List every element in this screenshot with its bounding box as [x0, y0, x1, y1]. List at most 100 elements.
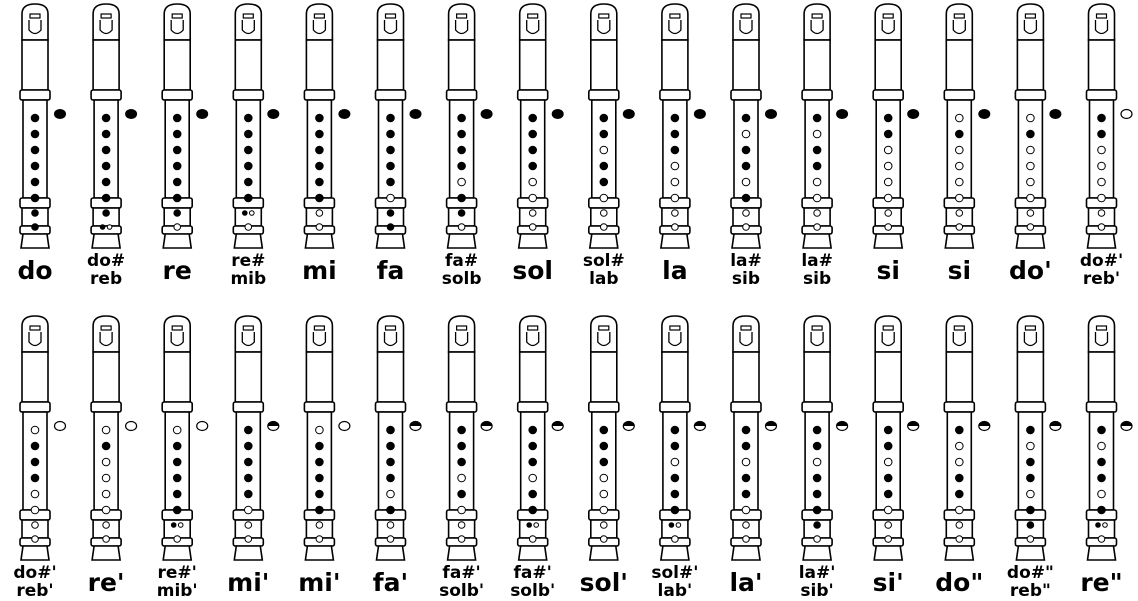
thumb-hole-half: [694, 421, 706, 426]
open-hole: [1097, 209, 1106, 217]
thumb-hole-half: [765, 421, 777, 426]
covered-hole: [1026, 521, 1035, 529]
note-label: do': [1009, 258, 1052, 283]
open-hole: [884, 535, 893, 543]
covered-hole: [599, 177, 609, 187]
open-hole: [1097, 177, 1106, 187]
covered-hole: [1097, 505, 1106, 515]
covered-hole: [30, 177, 40, 187]
open-hole: [883, 457, 893, 467]
open-hole: [600, 535, 608, 543]
thumb-hole: [196, 420, 209, 432]
covered-hole: [457, 129, 466, 139]
recorder-fingering: [587, 3, 635, 249]
covered-hole: [386, 473, 395, 483]
covered-hole: [101, 161, 111, 171]
covered-hole: [955, 473, 964, 483]
covered-hole: [31, 209, 39, 217]
recorder-fingering: [516, 3, 564, 249]
open-hole: [955, 505, 964, 515]
open-hole: [1097, 441, 1106, 451]
covered-hole: [883, 441, 893, 451]
covered-hole: [172, 193, 182, 203]
covered-hole: [741, 161, 751, 171]
open-hole: [741, 177, 751, 187]
covered-hole: [244, 489, 253, 499]
open-hole: [671, 223, 679, 231]
note-name: solb: [441, 269, 482, 289]
covered-hole: [955, 425, 964, 435]
recorder-fingering: [232, 3, 280, 249]
covered-hole: [30, 113, 40, 123]
open-hole: [812, 457, 822, 467]
open-hole: [600, 209, 608, 217]
half-hole: [99, 224, 106, 230]
note-name: si: [876, 256, 900, 285]
open-hole: [101, 457, 111, 467]
covered-hole: [315, 177, 324, 187]
note-label: la#'sib': [799, 565, 836, 600]
covered-hole: [670, 425, 680, 435]
covered-hole: [528, 129, 538, 139]
open-hole: [671, 209, 679, 217]
thumb-hole: [338, 109, 351, 119]
note-label: si: [876, 258, 899, 283]
thumb-hole: [338, 420, 351, 432]
note-label: sol': [580, 570, 628, 595]
open-hole: [813, 209, 821, 217]
open-hole: [741, 505, 751, 515]
covered-hole: [528, 489, 538, 499]
covered-hole: [457, 441, 466, 451]
covered-hole: [30, 193, 40, 203]
covered-hole: [670, 129, 680, 139]
covered-hole: [528, 113, 538, 123]
note-name: sol#': [651, 563, 699, 583]
note-label: re#'mib': [157, 565, 198, 600]
open-hole: [884, 223, 893, 231]
open-hole: [670, 193, 680, 203]
open-hole: [955, 177, 964, 187]
covered-hole: [1097, 113, 1106, 123]
covered-hole: [599, 425, 609, 435]
covered-hole: [244, 193, 253, 203]
note-name: sol': [579, 568, 628, 597]
covered-hole: [244, 425, 253, 435]
covered-hole: [30, 441, 40, 451]
open-hole: [457, 473, 466, 483]
open-hole: [955, 457, 964, 467]
note-label: do#reb: [87, 253, 125, 288]
recorder-fingering: [801, 315, 849, 561]
covered-hole: [101, 193, 111, 203]
covered-hole: [528, 457, 538, 467]
open-hole: [883, 177, 893, 187]
covered-hole: [741, 441, 751, 451]
note-label: fa': [373, 570, 408, 595]
recorder-fingering: [445, 315, 493, 561]
open-hole: [599, 505, 609, 515]
open-hole: [742, 209, 750, 217]
open-hole: [1026, 177, 1035, 187]
open-hole: [457, 535, 466, 543]
covered-hole: [741, 489, 751, 499]
note-name: do: [17, 256, 53, 285]
note-name: fa: [376, 256, 405, 285]
covered-hole: [101, 145, 111, 155]
covered-hole: [172, 145, 182, 155]
recorder-fingering: [445, 3, 493, 249]
covered-hole: [457, 193, 466, 203]
covered-hole: [1097, 129, 1106, 139]
note-name: re: [162, 256, 192, 285]
open-hole: [528, 177, 538, 187]
covered-hole: [386, 129, 395, 139]
covered-hole: [1026, 473, 1035, 483]
covered-hole: [812, 145, 822, 155]
note-label: la#sib: [730, 253, 762, 288]
covered-hole: [172, 161, 182, 171]
open-hole: [315, 521, 324, 529]
open-hole: [457, 177, 466, 187]
open-hole: [670, 457, 680, 467]
thumb-hole: [196, 109, 209, 119]
open-hole: [102, 521, 110, 529]
open-hole: [101, 489, 111, 499]
note-label: fa#solb: [442, 253, 482, 288]
